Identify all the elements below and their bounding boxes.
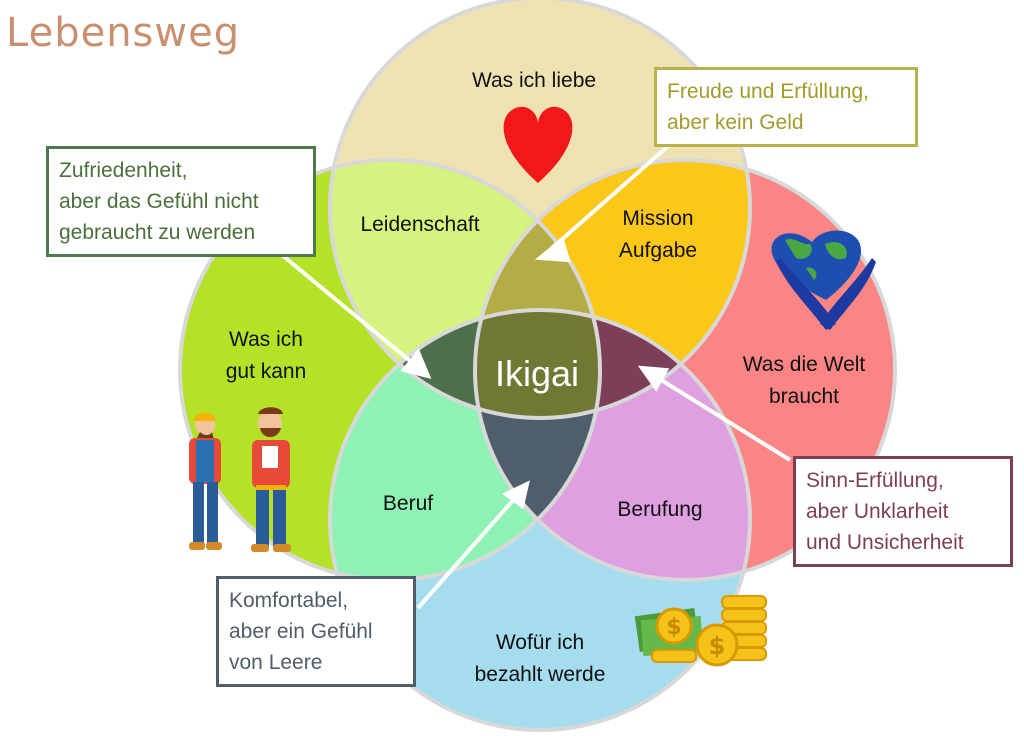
callout-line: aber ein Gefühl (229, 620, 373, 643)
arrow-bottom-left (416, 496, 517, 610)
label-line: bezahlt werde (474, 663, 606, 686)
label-line: gut kann (225, 360, 307, 383)
label-line: Mission (622, 207, 694, 230)
callout-line: und Unsicherheit (806, 531, 964, 554)
heart-icon (503, 106, 573, 183)
label-ikigai: Ikigai (494, 353, 580, 394)
label-line: Was die Welt (742, 353, 866, 376)
label-was-ich-liebe: Was ich liebe (471, 69, 597, 92)
label-wofuer-ich-bezahlt-werde: Wofür ich bezahlt werde (475, 627, 606, 691)
page-title: Lebensweg (6, 10, 241, 56)
arrow-bottom-right (656, 376, 792, 462)
globe-hands-icon (771, 230, 876, 330)
label-line: Wofür ich (495, 631, 585, 654)
callout-line: aber Unklarheit (806, 500, 949, 523)
callout-freude: Freude und Erfüllung, aber kein Geld (654, 67, 918, 147)
callout-line: Komfortabel, (229, 589, 349, 612)
callout-line: gebraucht zu werden (59, 221, 256, 244)
label-was-ich-gut-kann: Was ich gut kann (226, 324, 307, 388)
callout-line: aber kein Geld (667, 111, 804, 134)
svg-text:$: $ (666, 615, 681, 640)
label-mission-aufgabe: Mission Aufgabe (619, 203, 697, 267)
callout-line: von Leere (229, 651, 323, 674)
label-leidenschaft: Leidenschaft (360, 213, 480, 236)
callout-line: aber das Gefühl nicht (59, 190, 259, 213)
money-icon: $ $ (634, 595, 767, 667)
label-line: Was ich (229, 328, 303, 351)
svg-text:$: $ (709, 632, 726, 660)
workers-icon (189, 407, 291, 552)
label-line: braucht (768, 385, 840, 408)
label-beruf: Beruf (382, 492, 434, 515)
callout-line: Freude und Erfüllung, (667, 80, 869, 103)
arrows (280, 138, 792, 610)
label-line: Aufgabe (618, 239, 698, 262)
callout-komfortabel: Komfortabel, aber ein Gefühl von Leere (216, 576, 416, 687)
callout-zufriedenheit: Zufriedenheit, aber das Gefühl nicht geb… (46, 146, 316, 257)
label-berufung: Berufung (617, 498, 703, 521)
callout-line: Zufriedenheit, (59, 159, 188, 182)
callout-sinn-erfuellung: Sinn-Erfüllung, aber Unklarheit und Unsi… (793, 456, 1013, 567)
callout-line: Sinn-Erfüllung, (806, 469, 944, 492)
arrow-top-left (280, 253, 417, 367)
label-was-die-welt-braucht: Was die Welt braucht (743, 349, 866, 413)
arrow-top-right (550, 138, 677, 250)
